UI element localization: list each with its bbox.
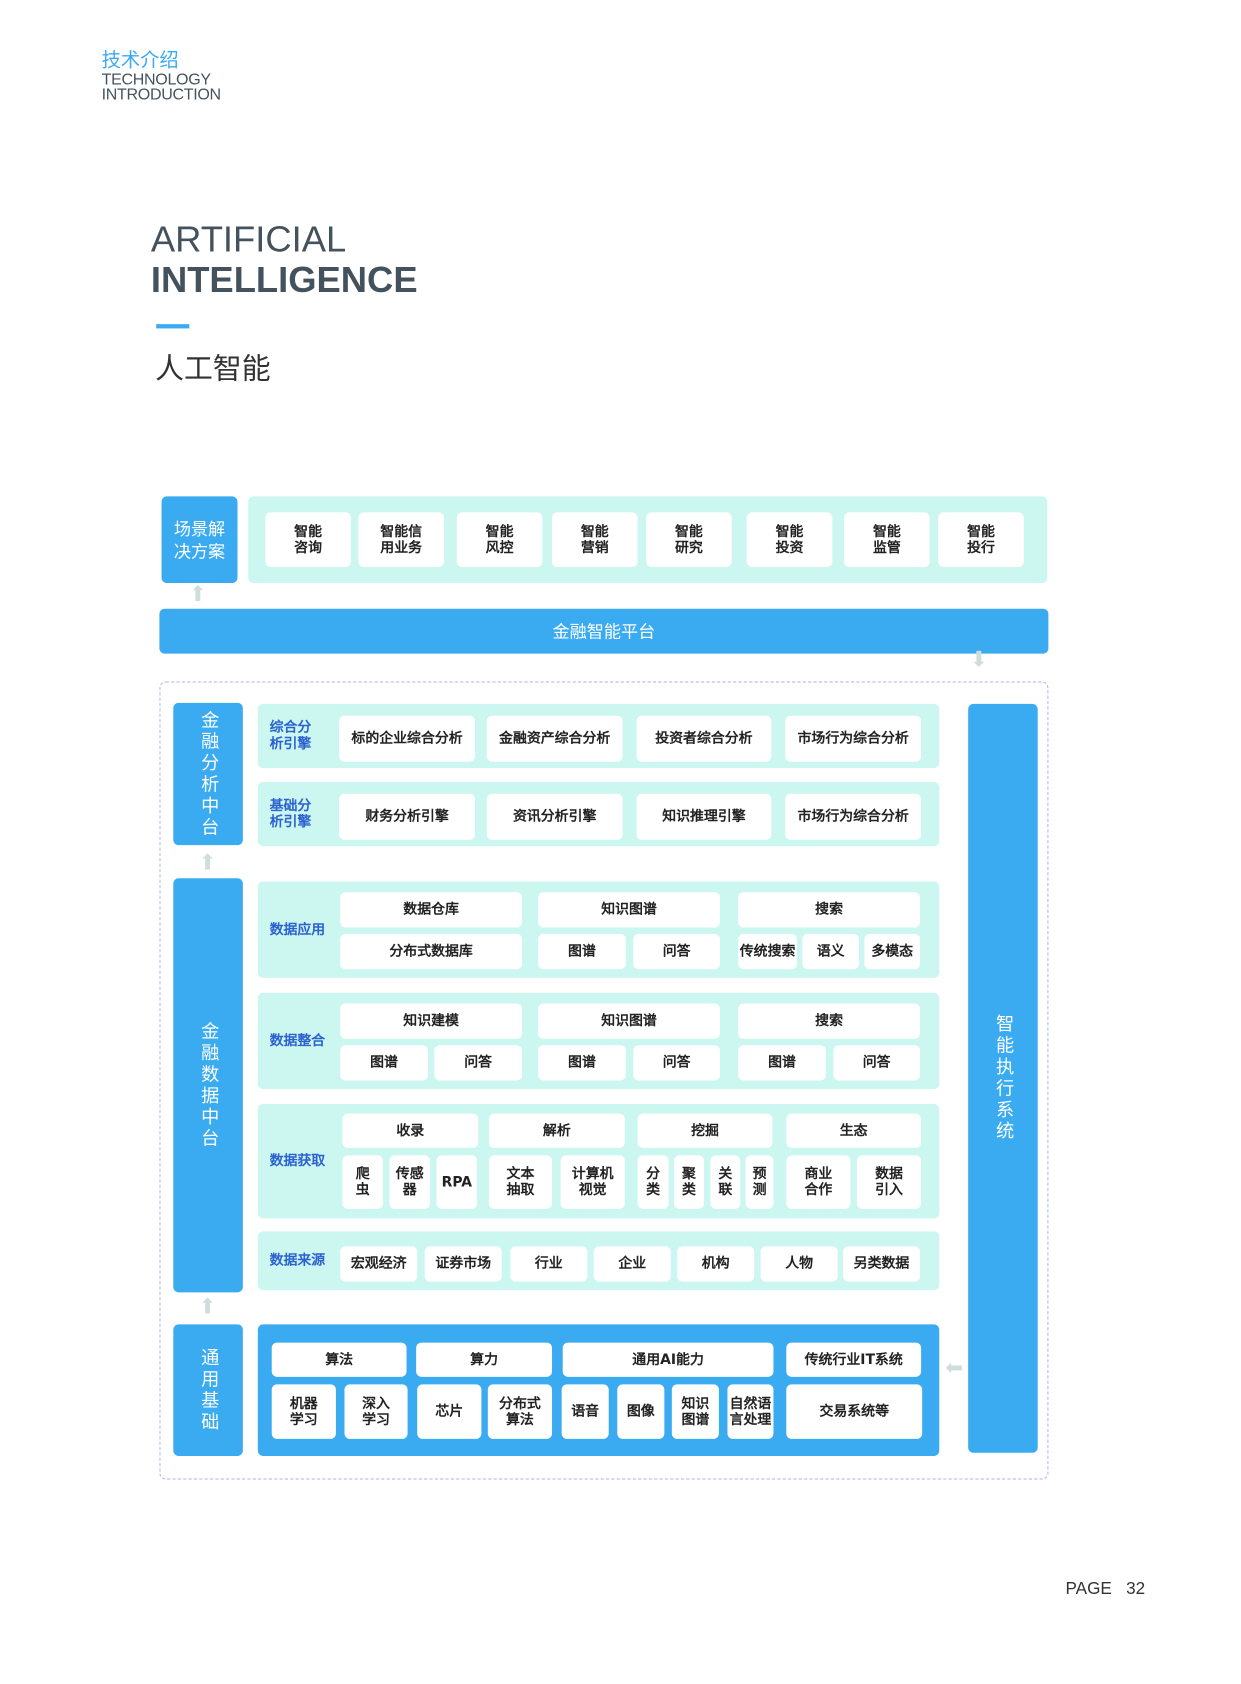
page-label: PAGE [1065,1580,1112,1599]
foundation-label: 通用基础 [173,1324,243,1456]
title-accent-bar [156,324,190,329]
arrow-left-icon: ⬅ [945,1354,964,1381]
data-integration-label: 数据整合 [269,1032,326,1049]
data-source-item: 行业 [510,1246,588,1282]
arrow-down-icon: ⬇ [969,646,988,672]
data-application-item: 知识图谱 [538,892,720,928]
section-title-en-1: TECHNOLOGY [101,70,211,89]
data-integration-item: 图谱 [340,1045,428,1081]
foundation-item: 自然语 言处理 [727,1384,774,1439]
foundation-item: 算力 [416,1342,553,1377]
arrow-up-icon: ⬆ [198,849,217,876]
title-line-2: INTELLIGENCE [150,259,418,301]
foundation-item: 知识 图谱 [671,1384,719,1439]
data-application-item: 搜索 [738,892,921,928]
section-title-en-2: INTRODUCTION [101,85,221,104]
scenario-item: 智能 监管 [844,512,930,567]
scenario-item: 智能 投资 [746,512,833,567]
data-center-label: 金融数据中台 [173,878,243,1293]
data-application-label: 数据应用 [269,921,326,938]
data-source-item: 另类数据 [843,1246,921,1282]
data-acquisition-item: 挖掘 [637,1113,773,1148]
data-source-item: 证券市场 [424,1246,502,1282]
data-integration-item: 问答 [833,1045,921,1081]
foundation-item: 深入 学习 [344,1384,408,1439]
foundation-item: 图像 [617,1384,665,1439]
arrow-up-icon: ⬆ [198,1293,217,1320]
foundation-item: 语音 [561,1384,609,1439]
analysis-item: 市场行为综合分析 [785,793,922,840]
title-cn: 人工智能 [155,353,271,387]
data-integration-item: 知识图谱 [538,1003,720,1039]
data-acquisition-item: 聚 类 [673,1155,704,1209]
data-acquisition-item: 生态 [786,1113,922,1148]
scenario-item: 智能 研究 [646,512,732,567]
scenario-label: 场景解 决方案 [161,496,238,584]
data-acquisition-item: 文本 抽取 [488,1155,553,1209]
foundation-item: 分布式 算法 [487,1384,553,1439]
data-application-item: 问答 [633,933,720,970]
analysis-item: 标的企业综合分析 [339,715,475,762]
data-acquisition-item: 商业 合作 [786,1155,851,1209]
data-application-item: 分布式数据库 [340,933,523,970]
data-acquisition-item: 传感 器 [389,1155,431,1209]
analysis-item: 知识推理引擎 [636,793,772,840]
scenario-item: 智能 营销 [552,512,638,567]
data-integration-item: 图谱 [738,1045,826,1081]
data-acquisition-label: 数据获取 [269,1153,326,1170]
data-acquisition-item: 数据 引入 [856,1155,922,1209]
foundation-item: 机器 学习 [271,1384,336,1439]
data-application-item: 数据仓库 [340,892,523,928]
analysis-item: 资讯分析引擎 [486,793,623,840]
data-application-item: 多模态 [864,933,921,970]
arrow-up-icon: ⬆ [188,580,207,607]
scenario-item: 智能 咨询 [265,512,351,567]
data-source-item: 人物 [760,1246,838,1282]
analysis-row-label: 基础分 析引擎 [269,798,312,831]
dashed-frame [159,681,1049,1480]
data-integration-item: 图谱 [538,1045,626,1081]
page-num: 32 [1126,1580,1146,1599]
data-source-item: 宏观经济 [340,1246,418,1282]
foundation-item: 芯片 [417,1384,482,1439]
data-application-item: 语义 [802,933,860,970]
data-integration-item: 问答 [633,1045,720,1081]
section-title-cn: 技术介绍 [101,49,179,72]
data-integration-item: 搜索 [738,1003,921,1039]
data-integration-item: 问答 [434,1045,523,1081]
analysis-item: 市场行为综合分析 [785,715,922,762]
analysis-row-label: 综合分 析引擎 [269,719,312,753]
foundation-item: 通用AI能力 [562,1342,774,1377]
scenario-item: 智能信 用业务 [358,512,444,567]
analysis-item: 投资者综合分析 [636,715,772,762]
foundation-item: 算法 [271,1342,407,1377]
analysis-item: 金融资产综合分析 [486,715,623,762]
data-acquisition-item: 预 测 [745,1155,774,1209]
execution-system-label: 智能执行系统 [968,703,1038,1453]
data-acquisition-item: 解析 [488,1113,625,1148]
title-line-1: ARTIFICIAL [150,219,347,260]
platform-bar: 金融智能平台 [159,608,1049,654]
data-acquisition-item: RPA [436,1155,478,1209]
foundation-item: 传统行业IT系统 [786,1342,922,1377]
scenario-item: 智能 风控 [456,512,543,567]
data-source-item: 机构 [677,1246,755,1282]
data-sources-label: 数据来源 [269,1252,326,1269]
data-application-item: 图谱 [538,933,626,970]
data-acquisition-item: 收录 [342,1113,479,1148]
data-acquisition-item: 分 类 [637,1155,669,1209]
scenario-item: 智能 投行 [938,512,1024,567]
data-application-item: 传统搜索 [738,933,798,970]
data-integration-item: 知识建模 [340,1003,523,1039]
foundation-item: 交易系统等 [786,1384,923,1439]
data-source-item: 企业 [593,1246,671,1282]
analysis-item: 财务分析引擎 [339,793,475,840]
page-number: PAGE 32 [1066,1580,1146,1599]
data-acquisition-item: 计算机 视觉 [560,1155,625,1209]
data-acquisition-item: 爬 虫 [342,1155,383,1209]
data-acquisition-item: 关 联 [710,1155,741,1209]
analysis-center-label: 金融分析中台 [173,702,243,846]
